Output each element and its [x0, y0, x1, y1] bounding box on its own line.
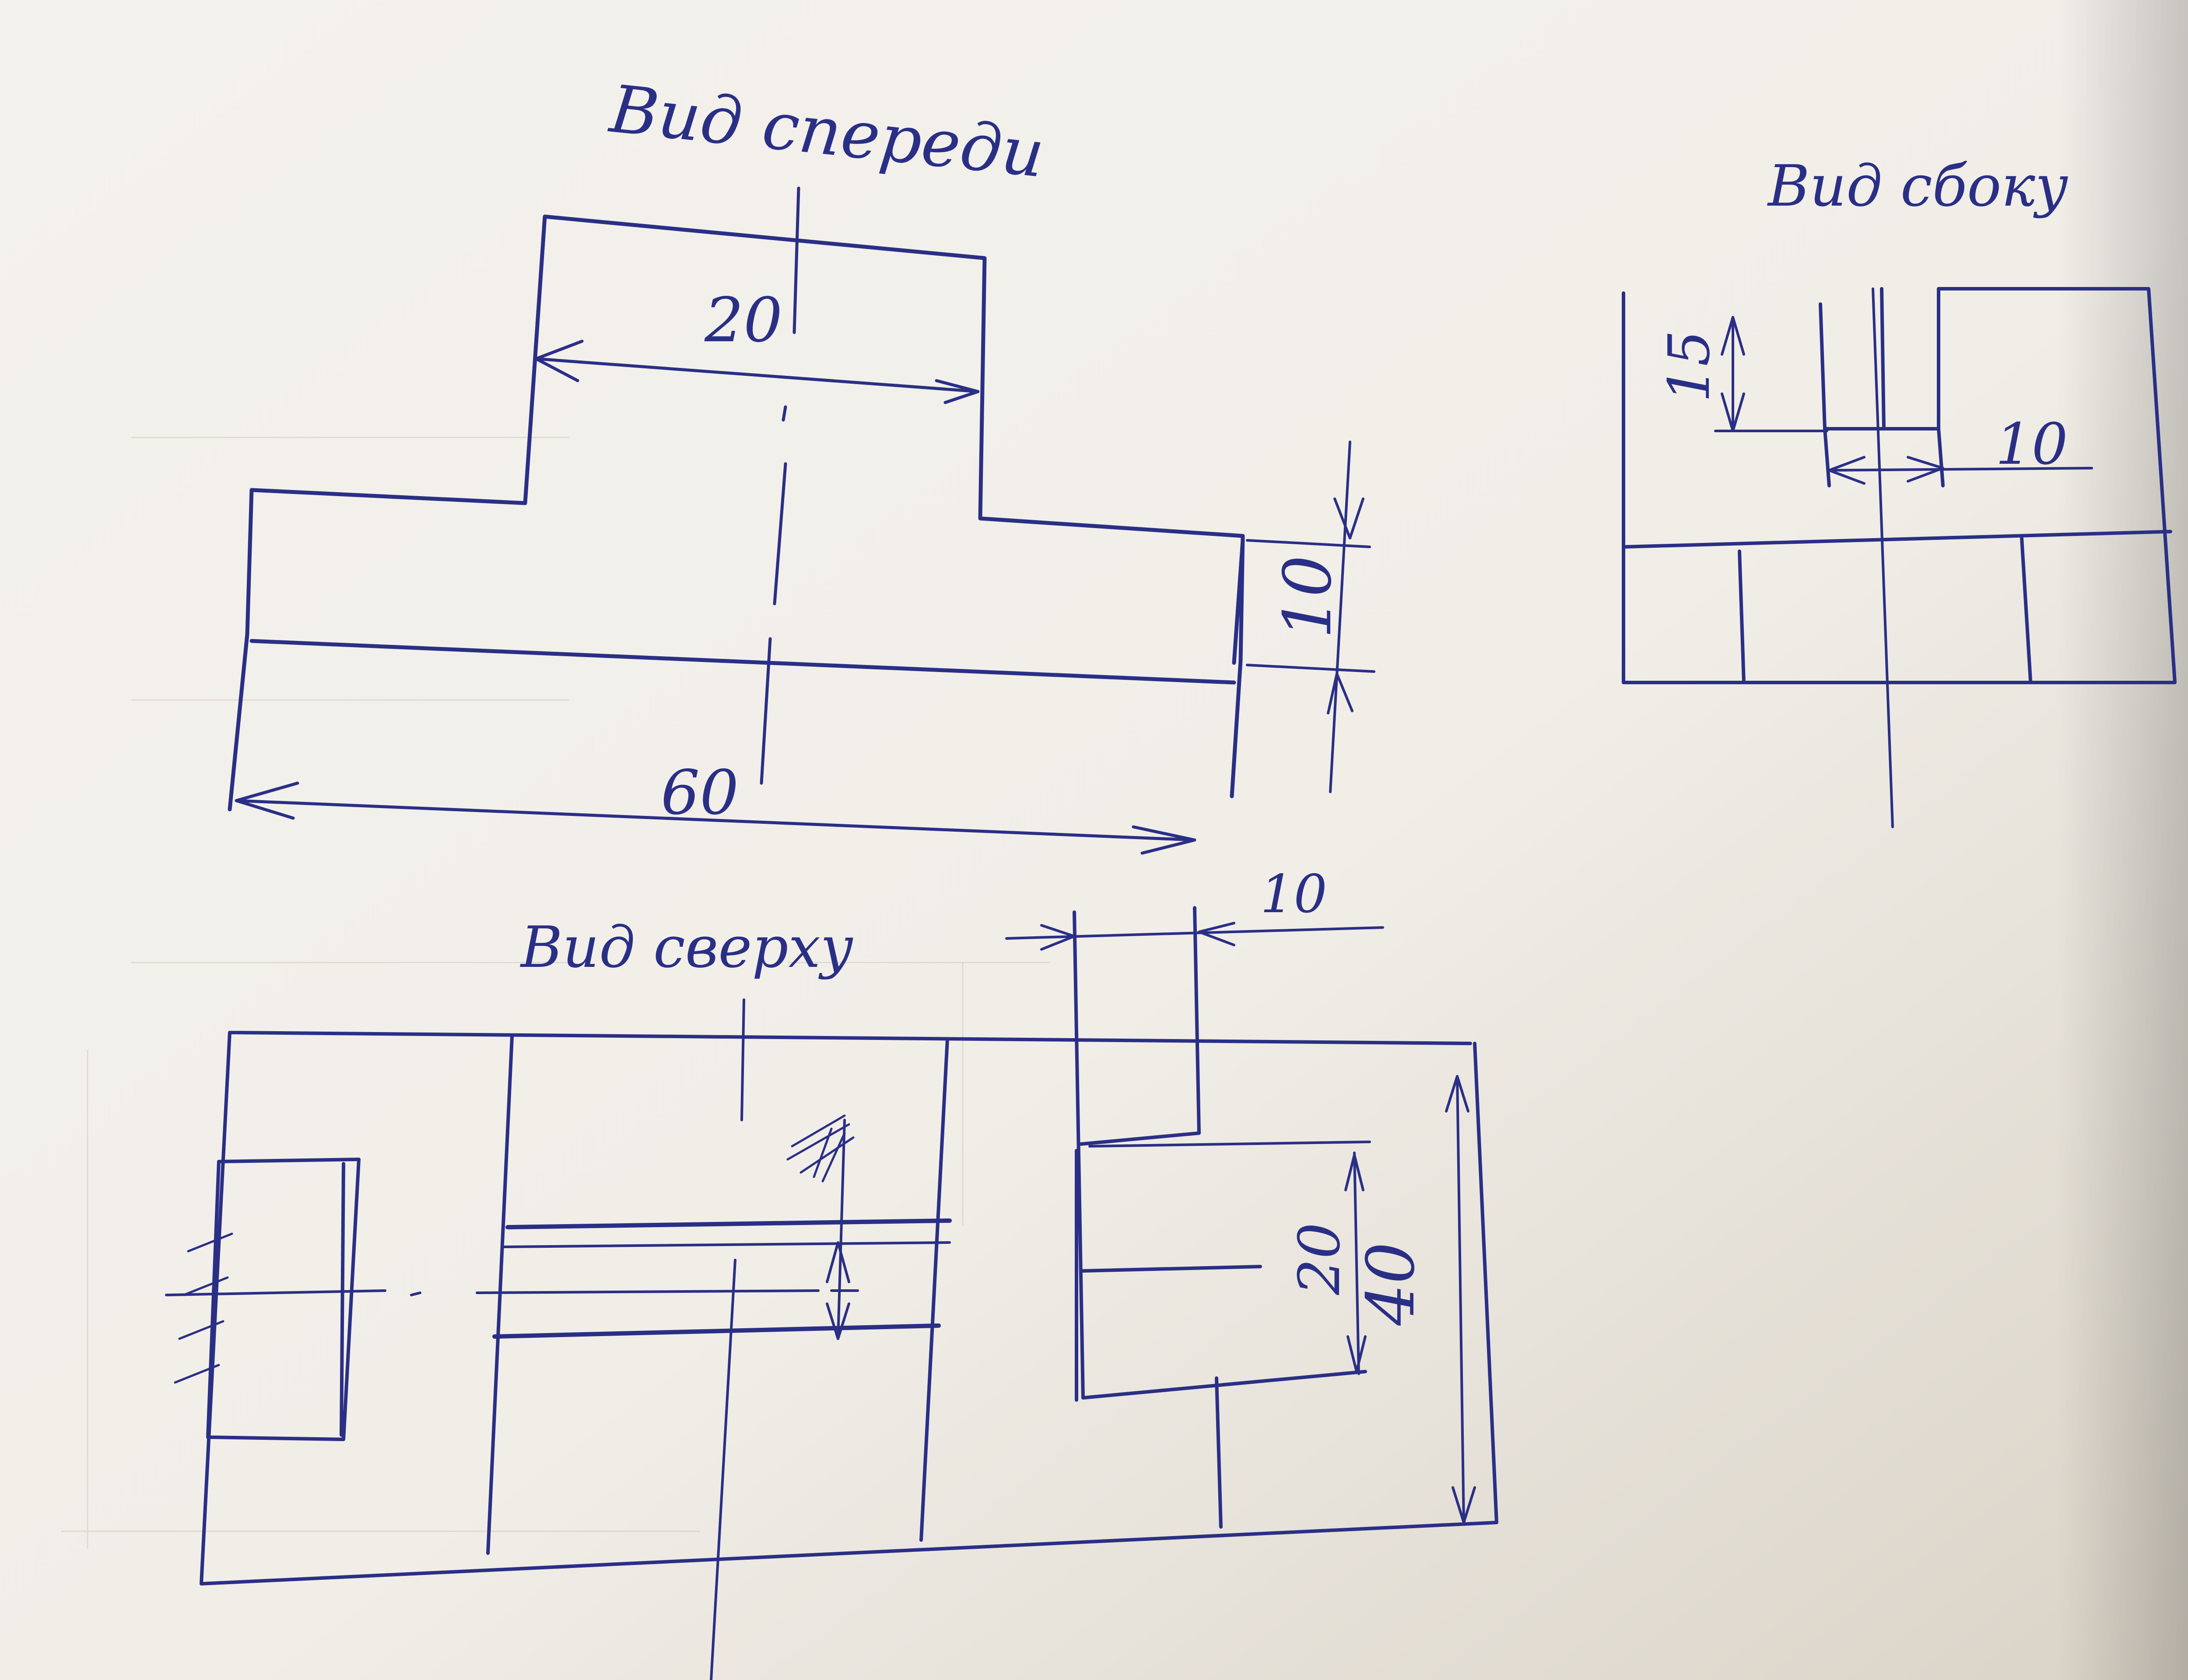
top-view-ticks	[174, 1232, 233, 1384]
top-view-slot-left	[206, 1158, 361, 1441]
top-dim-20: 20	[1088, 1141, 1371, 1375]
front-dim-10: 10	[1246, 441, 1375, 793]
top-view-notch-right	[1073, 906, 1367, 1529]
dim-label-top-10: 10	[1260, 864, 1327, 925]
side-view-centerline	[1872, 287, 1894, 828]
side-view: Вид сбоку 15 10	[1622, 153, 2177, 828]
top-dim-40: 40	[1353, 1075, 1476, 1524]
side-view-title: Вид сбоку	[1767, 153, 2068, 219]
paper-shadow	[2057, 0, 2188, 1680]
top-view: Вид сверху 10 20 40	[165, 864, 1498, 1680]
front-view-centerline	[760, 186, 800, 785]
top-view-hatch	[786, 1114, 855, 1340]
dim-label-10: 10	[1270, 555, 1346, 639]
front-dim-20: 20	[534, 285, 980, 404]
dim-label-20: 20	[704, 285, 782, 356]
front-dim-60: 60	[235, 757, 1196, 855]
dim-label-20b: 20	[1286, 1223, 1353, 1295]
side-dim-15: 15	[1656, 316, 1828, 432]
top-view-title: Вид сверху	[520, 914, 853, 980]
dim-label-side-10: 10	[1995, 411, 2068, 477]
side-view-outline	[1622, 287, 2177, 684]
dim-label-40: 40	[1353, 1242, 1429, 1326]
side-dim-10: 10	[1828, 411, 2093, 485]
dim-label-60: 60	[661, 757, 739, 829]
front-view-outline	[228, 214, 1245, 812]
top-dim-10: 10	[1005, 864, 1384, 951]
top-view-outline	[200, 1031, 1498, 1586]
top-view-centerlines	[165, 998, 859, 1680]
background-grid	[61, 437, 1050, 1549]
dim-label-15: 15	[1656, 330, 1722, 402]
top-view-slot-mid	[492, 1218, 952, 1339]
